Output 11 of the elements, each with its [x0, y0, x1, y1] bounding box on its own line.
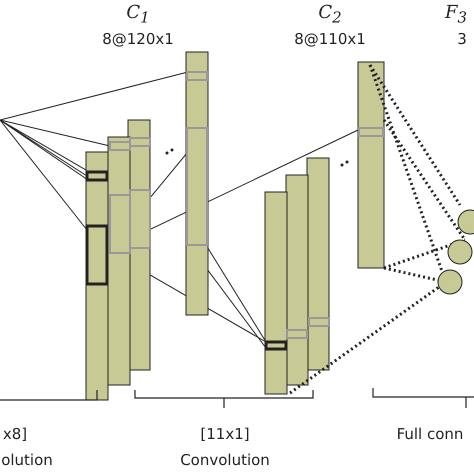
layer-name: C$_{2}$: [318, 2, 342, 27]
operation-label: Full conn: [396, 425, 464, 443]
kernel-size: x8]: [2, 425, 28, 443]
layer-size: 8@110x1: [294, 30, 366, 48]
operation-label: Convolution: [180, 451, 270, 469]
operation-label: olution: [1, 451, 53, 469]
layer-name: C$_{1}$: [126, 2, 150, 27]
kernel-size: [11x1]: [200, 425, 250, 443]
layer-size: 8@120x1: [102, 30, 174, 48]
layer-size: 3: [457, 30, 467, 48]
layer-name: F$_{3}$: [444, 2, 468, 27]
